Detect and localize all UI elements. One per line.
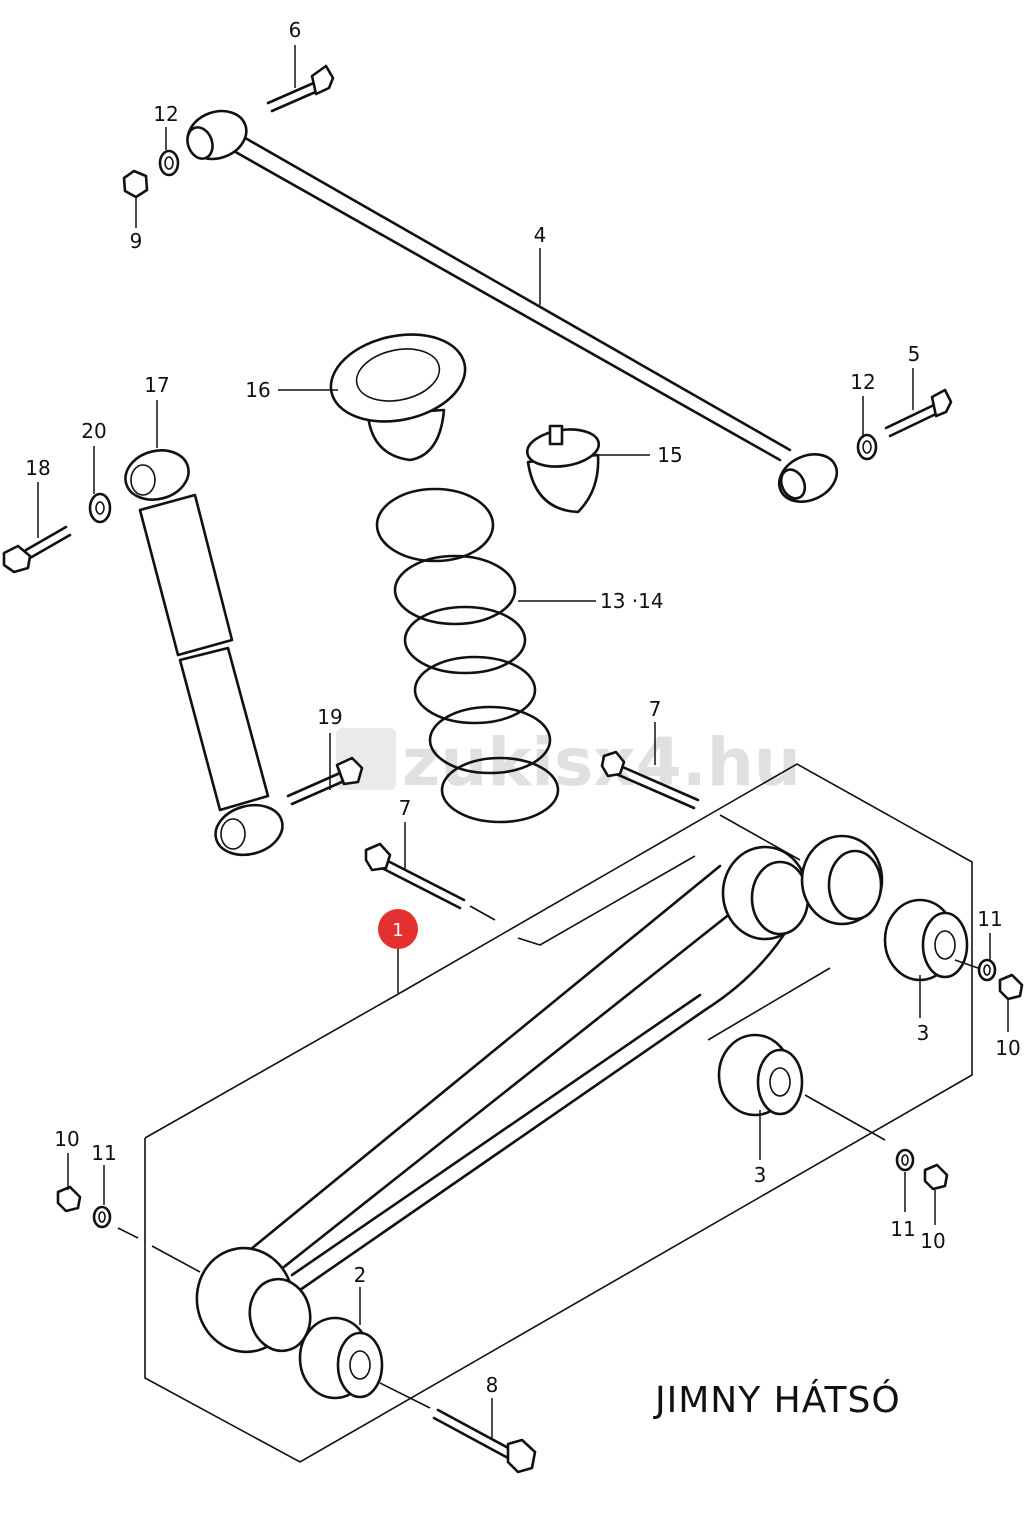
washer-11-left — [92, 1205, 112, 1229]
callout-2: 2 — [354, 1263, 367, 1287]
callout-10-right-bottom: 10 — [920, 1229, 945, 1253]
bushing-3-lower — [717, 1033, 804, 1117]
shock-absorber-17 — [124, 449, 284, 857]
bolt-19 — [286, 756, 364, 806]
callout-11-left: 11 — [91, 1141, 116, 1165]
bolt-6 — [266, 64, 335, 113]
leader-lines — [37, 45, 1009, 1440]
callout-19: 19 — [317, 705, 342, 729]
bushing-3-upper — [883, 898, 969, 982]
callout-1: 1 — [392, 920, 403, 941]
nut-10-left — [56, 1185, 82, 1213]
callout-labels: 6 12 9 4 5 12 16 15 13 ·14 17 18 20 19 7… — [25, 18, 1020, 1397]
nut-9 — [122, 169, 149, 199]
callout-12-top: 12 — [153, 102, 178, 126]
callout-9: 9 — [130, 229, 143, 253]
highlight-badge — [378, 909, 418, 949]
washer-11-right-top — [977, 958, 997, 982]
washer-20 — [88, 492, 112, 524]
callout-18: 18 — [25, 456, 50, 480]
callout-6: 6 — [289, 18, 302, 42]
washer-12-top — [158, 149, 180, 177]
bolt-7-left — [364, 842, 496, 921]
trailing-arm-1 — [195, 834, 884, 1354]
callout-5: 5 — [908, 342, 921, 366]
bushing-2 — [298, 1316, 384, 1400]
washer-12-right — [856, 433, 878, 461]
callout-11-right-bottom: 11 — [890, 1217, 915, 1241]
callout-13-14: 13 ·14 — [600, 589, 664, 613]
callout-11-right-top: 11 — [977, 907, 1002, 931]
spring-seat-16 — [329, 333, 467, 462]
bump-stop-15 — [525, 424, 601, 514]
callout-20: 20 — [81, 419, 106, 443]
nut-10-right-top — [998, 973, 1024, 1001]
bolt-7-right — [600, 750, 700, 810]
bolt-5 — [884, 388, 953, 438]
assembly-outline — [144, 763, 973, 1463]
callout-17: 17 — [144, 373, 169, 397]
lateral-rod — [186, 109, 839, 503]
nut-10-right-bottom — [923, 1163, 949, 1191]
bolt-8 — [379, 1382, 537, 1474]
callout-3-upper: 3 — [917, 1021, 930, 1045]
callout-7-left: 7 — [399, 796, 412, 820]
diagram-title: JIMNY HÁTSÓ — [653, 1379, 901, 1421]
callout-8: 8 — [486, 1373, 499, 1397]
callout-4: 4 — [534, 223, 547, 247]
callout-10-right-top: 10 — [995, 1036, 1020, 1060]
callout-15: 15 — [657, 443, 682, 467]
callout-3-lower: 3 — [754, 1163, 767, 1187]
watermark: zukisx4.hu — [336, 724, 801, 801]
coil-spring-13-14 — [375, 487, 560, 824]
callout-7-right: 7 — [649, 697, 662, 721]
washer-11-right-bottom — [895, 1148, 915, 1172]
callout-12-right: 12 — [850, 370, 875, 394]
bolt-18 — [2, 525, 72, 574]
callout-16: 16 — [245, 378, 270, 402]
callout-10-left: 10 — [54, 1127, 79, 1151]
